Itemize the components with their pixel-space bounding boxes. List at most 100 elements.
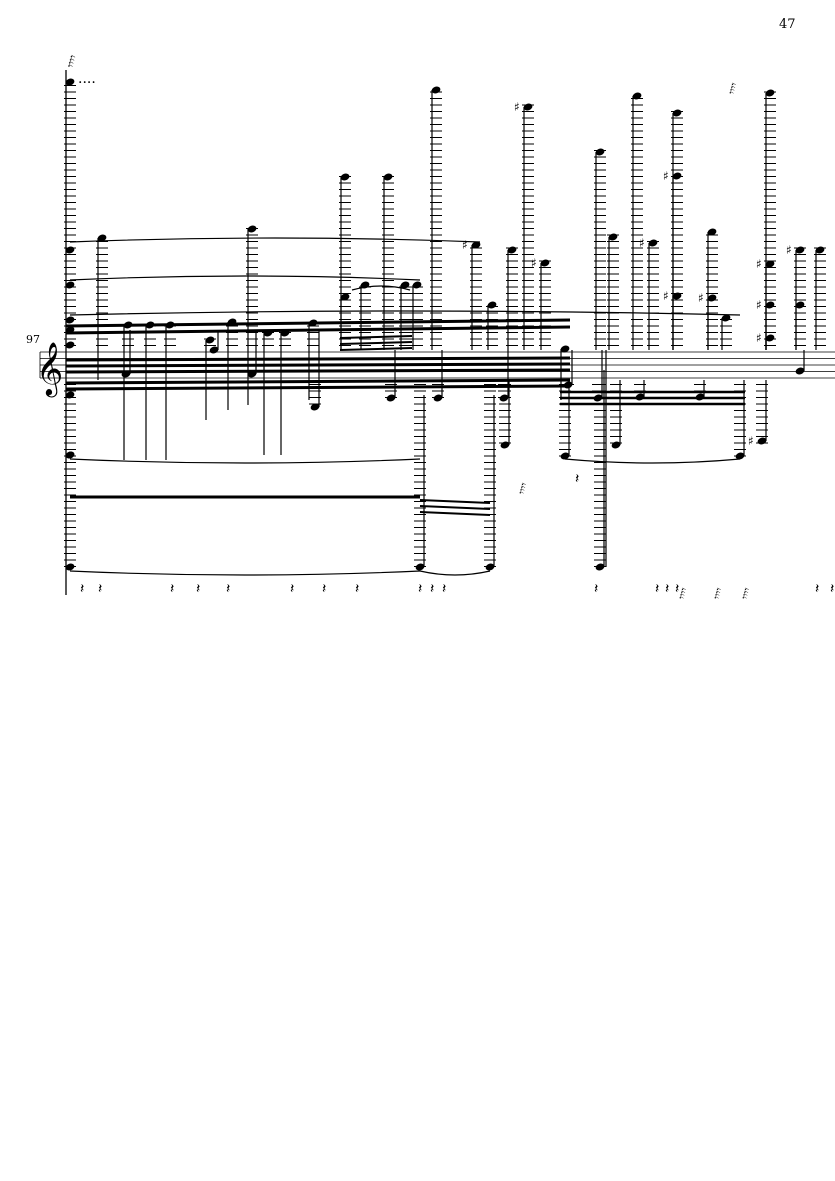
notehead bbox=[560, 345, 570, 353]
notehead bbox=[431, 86, 441, 94]
rest-icon: 𝄽 bbox=[594, 581, 598, 597]
notehead bbox=[672, 172, 682, 180]
grace-rests: 𝄾𝄾𝄾𝄾 bbox=[725, 81, 741, 96]
rest-icon: 𝄽 bbox=[675, 581, 679, 597]
beam bbox=[65, 378, 571, 385]
notehead bbox=[795, 246, 805, 254]
notehead bbox=[485, 563, 495, 571]
tie bbox=[69, 275, 421, 281]
sharp-icon: ♯ bbox=[663, 169, 669, 183]
beam bbox=[419, 511, 491, 516]
sharp-icon: ♯ bbox=[663, 289, 669, 303]
notehead bbox=[735, 452, 745, 460]
tie bbox=[69, 458, 421, 464]
rest-icon: 𝄽 bbox=[80, 581, 84, 597]
rest-icon: 𝄽 bbox=[418, 581, 422, 597]
sharp-icon: ♯ bbox=[514, 100, 520, 114]
grace-rests: 𝄾𝄾𝄾𝄾 bbox=[63, 53, 80, 69]
notehead bbox=[672, 109, 682, 117]
notehead bbox=[65, 341, 75, 349]
tie bbox=[419, 570, 491, 576]
notehead bbox=[795, 367, 805, 375]
notehead bbox=[672, 292, 682, 300]
rest-icon: 𝄽 bbox=[442, 581, 446, 597]
tie bbox=[564, 458, 741, 464]
beam bbox=[65, 325, 571, 335]
beam bbox=[65, 368, 571, 374]
notehead bbox=[471, 241, 481, 249]
sharp-icon: ♯ bbox=[639, 236, 645, 250]
notehead bbox=[412, 281, 422, 289]
rest-icon: 𝄽 bbox=[98, 581, 102, 597]
notehead bbox=[721, 314, 731, 322]
notehead bbox=[340, 173, 350, 181]
notehead bbox=[815, 246, 825, 254]
beam bbox=[65, 318, 571, 328]
notehead bbox=[65, 78, 75, 86]
notehead bbox=[595, 148, 605, 156]
notehead bbox=[65, 391, 75, 399]
rest-icon: 𝄽 bbox=[290, 581, 294, 597]
sharp-icon: ♯ bbox=[462, 238, 468, 252]
rest-icon: 𝄽 bbox=[655, 581, 659, 597]
tie bbox=[69, 237, 481, 243]
notehead bbox=[707, 294, 717, 302]
notehead bbox=[608, 233, 618, 241]
notehead bbox=[65, 281, 75, 289]
notehead bbox=[383, 173, 393, 181]
beam bbox=[65, 384, 571, 391]
tie bbox=[69, 310, 741, 316]
notehead bbox=[400, 281, 410, 289]
notehead bbox=[595, 563, 605, 571]
notehead bbox=[97, 234, 107, 242]
notehead bbox=[765, 260, 775, 268]
notehead bbox=[795, 301, 805, 309]
rest-icon: 𝄽 bbox=[355, 581, 359, 597]
treble-clef-icon: 𝄞 bbox=[36, 341, 63, 397]
notehead bbox=[765, 334, 775, 342]
rest-icon: 𝄽 bbox=[226, 581, 230, 597]
notehead bbox=[65, 246, 75, 254]
beam bbox=[339, 347, 413, 351]
notehead bbox=[611, 441, 621, 449]
notehead bbox=[433, 394, 443, 402]
notehead bbox=[507, 246, 517, 254]
notehead bbox=[209, 346, 219, 354]
sharp-icon: ♯ bbox=[786, 243, 792, 257]
notehead bbox=[65, 563, 75, 571]
notehead bbox=[65, 451, 75, 459]
beam bbox=[419, 505, 491, 510]
grace-rests: 𝄾𝄾𝄾𝄾 bbox=[738, 586, 754, 601]
beam bbox=[65, 356, 571, 362]
sharp-icon: ♯ bbox=[698, 291, 704, 305]
sharp-icon: ♯ bbox=[756, 298, 762, 312]
notehead bbox=[340, 293, 350, 301]
measure-number: 97 bbox=[26, 333, 40, 346]
rest-icon: 𝄽 bbox=[322, 581, 326, 597]
notehead bbox=[707, 228, 717, 236]
beam bbox=[419, 499, 491, 504]
rest-icon: 𝄽 bbox=[170, 581, 174, 597]
page-number: 47 bbox=[779, 17, 796, 32]
notehead bbox=[487, 301, 497, 309]
grace-rests: 𝄾𝄾𝄾𝄾 bbox=[710, 586, 726, 601]
notehead bbox=[648, 239, 658, 247]
sharp-icon: ♯ bbox=[756, 331, 762, 345]
sharp-icon: ♯ bbox=[748, 434, 754, 448]
notehead bbox=[560, 452, 570, 460]
notehead bbox=[65, 316, 75, 324]
notehead bbox=[632, 92, 642, 100]
notes: ····𝄾𝄾𝄾𝄾♯♯♯♯♯♯♯♯♯♯♯♯𝄽𝄽𝄽𝄽𝄽𝄽𝄽𝄽𝄽𝄽𝄽𝄽𝄽𝄽𝄽𝄽𝄽𝄽𝄾𝄾… bbox=[63, 53, 834, 601]
rest-icon: 𝄽 bbox=[575, 471, 579, 487]
grace-rests: 𝄾𝄾𝄾𝄾 bbox=[675, 586, 691, 601]
notehead bbox=[310, 403, 320, 411]
beam bbox=[339, 341, 413, 345]
dots: ···· bbox=[78, 75, 96, 91]
notehead bbox=[540, 259, 550, 267]
rest-icon: 𝄽 bbox=[665, 581, 669, 597]
notehead bbox=[765, 301, 775, 309]
rest-icon: 𝄽 bbox=[430, 581, 434, 597]
notehead bbox=[523, 103, 533, 111]
rest-icon: 𝄽 bbox=[815, 581, 819, 597]
